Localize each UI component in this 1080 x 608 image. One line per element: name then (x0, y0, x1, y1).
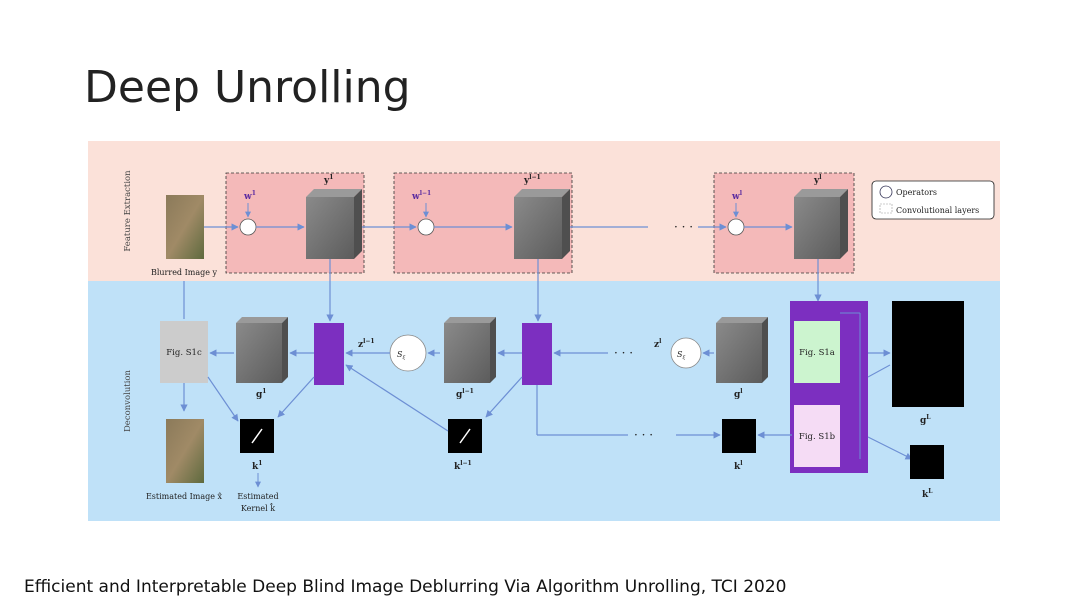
wl-label: wl (731, 190, 743, 202)
gl-label: gl (734, 388, 743, 400)
legend-operators: Operators (896, 188, 937, 197)
k1-label: k1 (252, 460, 262, 472)
operator-z1 (389, 334, 427, 372)
kl1-label: kl−1 (454, 460, 472, 472)
purple-block-2 (522, 323, 552, 385)
gl1-label: gl−1 (456, 388, 474, 400)
feature-extraction-label: Feature Extraction (123, 170, 133, 252)
blurred-image-label: Blurred Image y (151, 268, 218, 277)
cube-gl1 (444, 317, 496, 383)
cube-gl (716, 317, 768, 383)
yl1-label: yl−1 (523, 174, 541, 186)
yl-label: yl (813, 174, 822, 186)
gL-label: gL (920, 414, 931, 426)
fig-s1c-label: Fig. S1c (166, 348, 202, 358)
y1-label: y1 (323, 174, 333, 186)
conv-cube-yl1 (514, 189, 570, 259)
kL-label: kL (922, 488, 933, 500)
slide-title: Deep Unrolling (84, 62, 411, 113)
bottom-ellipsis-1: · · · (614, 346, 633, 360)
fig-s1a-label: Fig. S1a (799, 348, 835, 358)
output-kL (910, 445, 944, 479)
z2-inner: Sξ (677, 350, 685, 361)
kernel-label-2: Kernel k̂ (241, 502, 275, 513)
top-ellipsis: · · · (674, 220, 693, 234)
z1-inner: Sξ (397, 350, 405, 361)
operator-circle-2 (417, 218, 435, 236)
bottom-ellipsis-2: · · · (634, 428, 653, 442)
operator-circle-1 (239, 218, 257, 236)
g1-label: g1 (256, 388, 266, 400)
kernel-kl (722, 419, 756, 453)
output-gL (892, 301, 964, 407)
fig-s1c-box (160, 321, 208, 383)
w1-label: w1 (243, 190, 256, 202)
conv-cube-yl (794, 189, 848, 259)
citation: Efficient and Interpretable Deep Blind I… (24, 577, 787, 597)
estimated-image (166, 419, 204, 483)
purple-block-1 (314, 323, 344, 385)
legend-conv-layers: Convolutional layers (896, 206, 979, 215)
wl1-label: wl−1 (411, 190, 431, 202)
legend: Operators Convolutional layers (871, 180, 995, 220)
conv-cube-y1 (306, 189, 362, 259)
fig-s1b-label: Fig. S1b (799, 432, 836, 442)
blurred-image (166, 195, 204, 259)
kl-label: kl (734, 460, 743, 472)
fig-s1a-box (794, 321, 840, 383)
fig-s1b-box (794, 405, 840, 467)
estimated-image-label: Estimated Image x̂ (146, 492, 223, 501)
zl-label: zl (654, 338, 662, 350)
deconvolution-label: Deconvolution (123, 369, 133, 432)
kernel-label-1: Estimated (237, 492, 278, 501)
operator-circle-3 (727, 218, 745, 236)
deep-unrolling-diagram: Feature Extraction Deconvolution Blurred… (88, 141, 1000, 521)
z-label: zl−1 (358, 338, 375, 350)
cube-g1 (236, 317, 288, 383)
operator-z2 (670, 337, 702, 369)
